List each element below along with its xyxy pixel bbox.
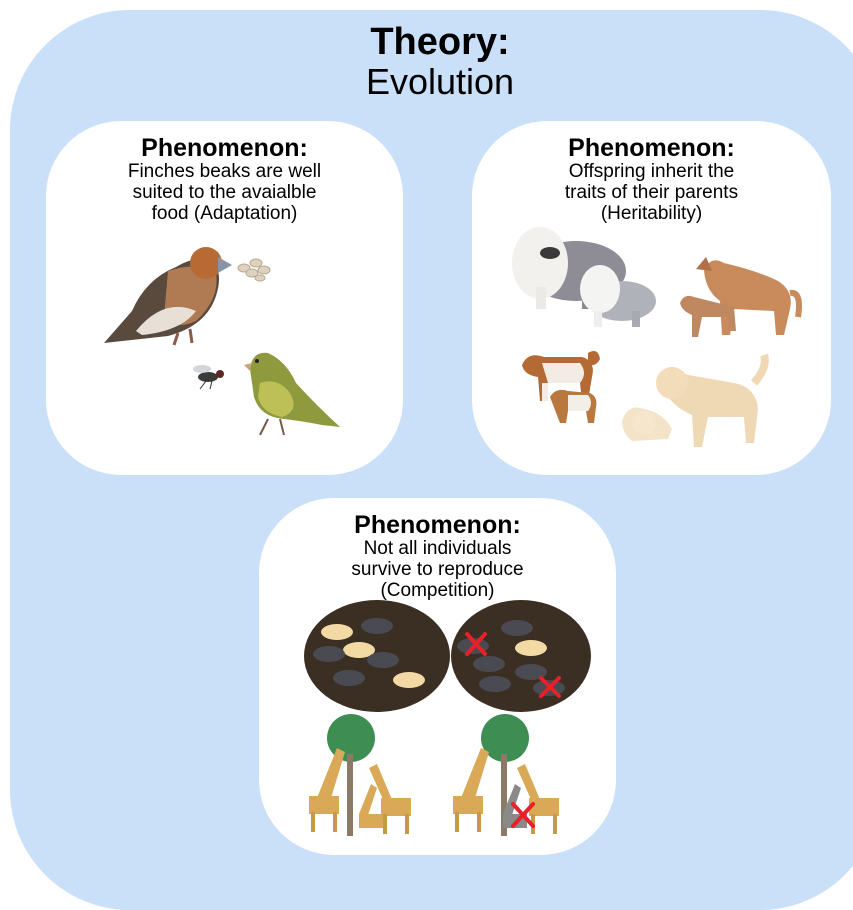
dingo-icon (680, 257, 799, 337)
mice-dish-icon (451, 600, 591, 712)
theory-name: Evolution (0, 62, 853, 102)
giraffes-icon (453, 714, 559, 836)
sheepdog-icon (512, 227, 656, 327)
seeds-icon (238, 259, 270, 281)
greenfinch-icon (244, 353, 340, 435)
fly-icon (193, 365, 224, 389)
beagle-icon (522, 351, 600, 423)
labrador-icon (622, 355, 765, 447)
theory-label: Theory: (0, 22, 853, 62)
card-competition: Phenomenon: Not all individuals survive … (259, 498, 616, 855)
hawfinch-icon (104, 247, 232, 345)
card-adaptation: Phenomenon: Finches beaks are well suite… (46, 121, 403, 475)
giraffes-icon (309, 714, 411, 836)
theory-heading: Theory: Evolution (0, 22, 853, 102)
card-heritability: Phenomenon: Offspring inherit the traits… (472, 121, 831, 475)
mice-dish-icon (304, 600, 450, 712)
